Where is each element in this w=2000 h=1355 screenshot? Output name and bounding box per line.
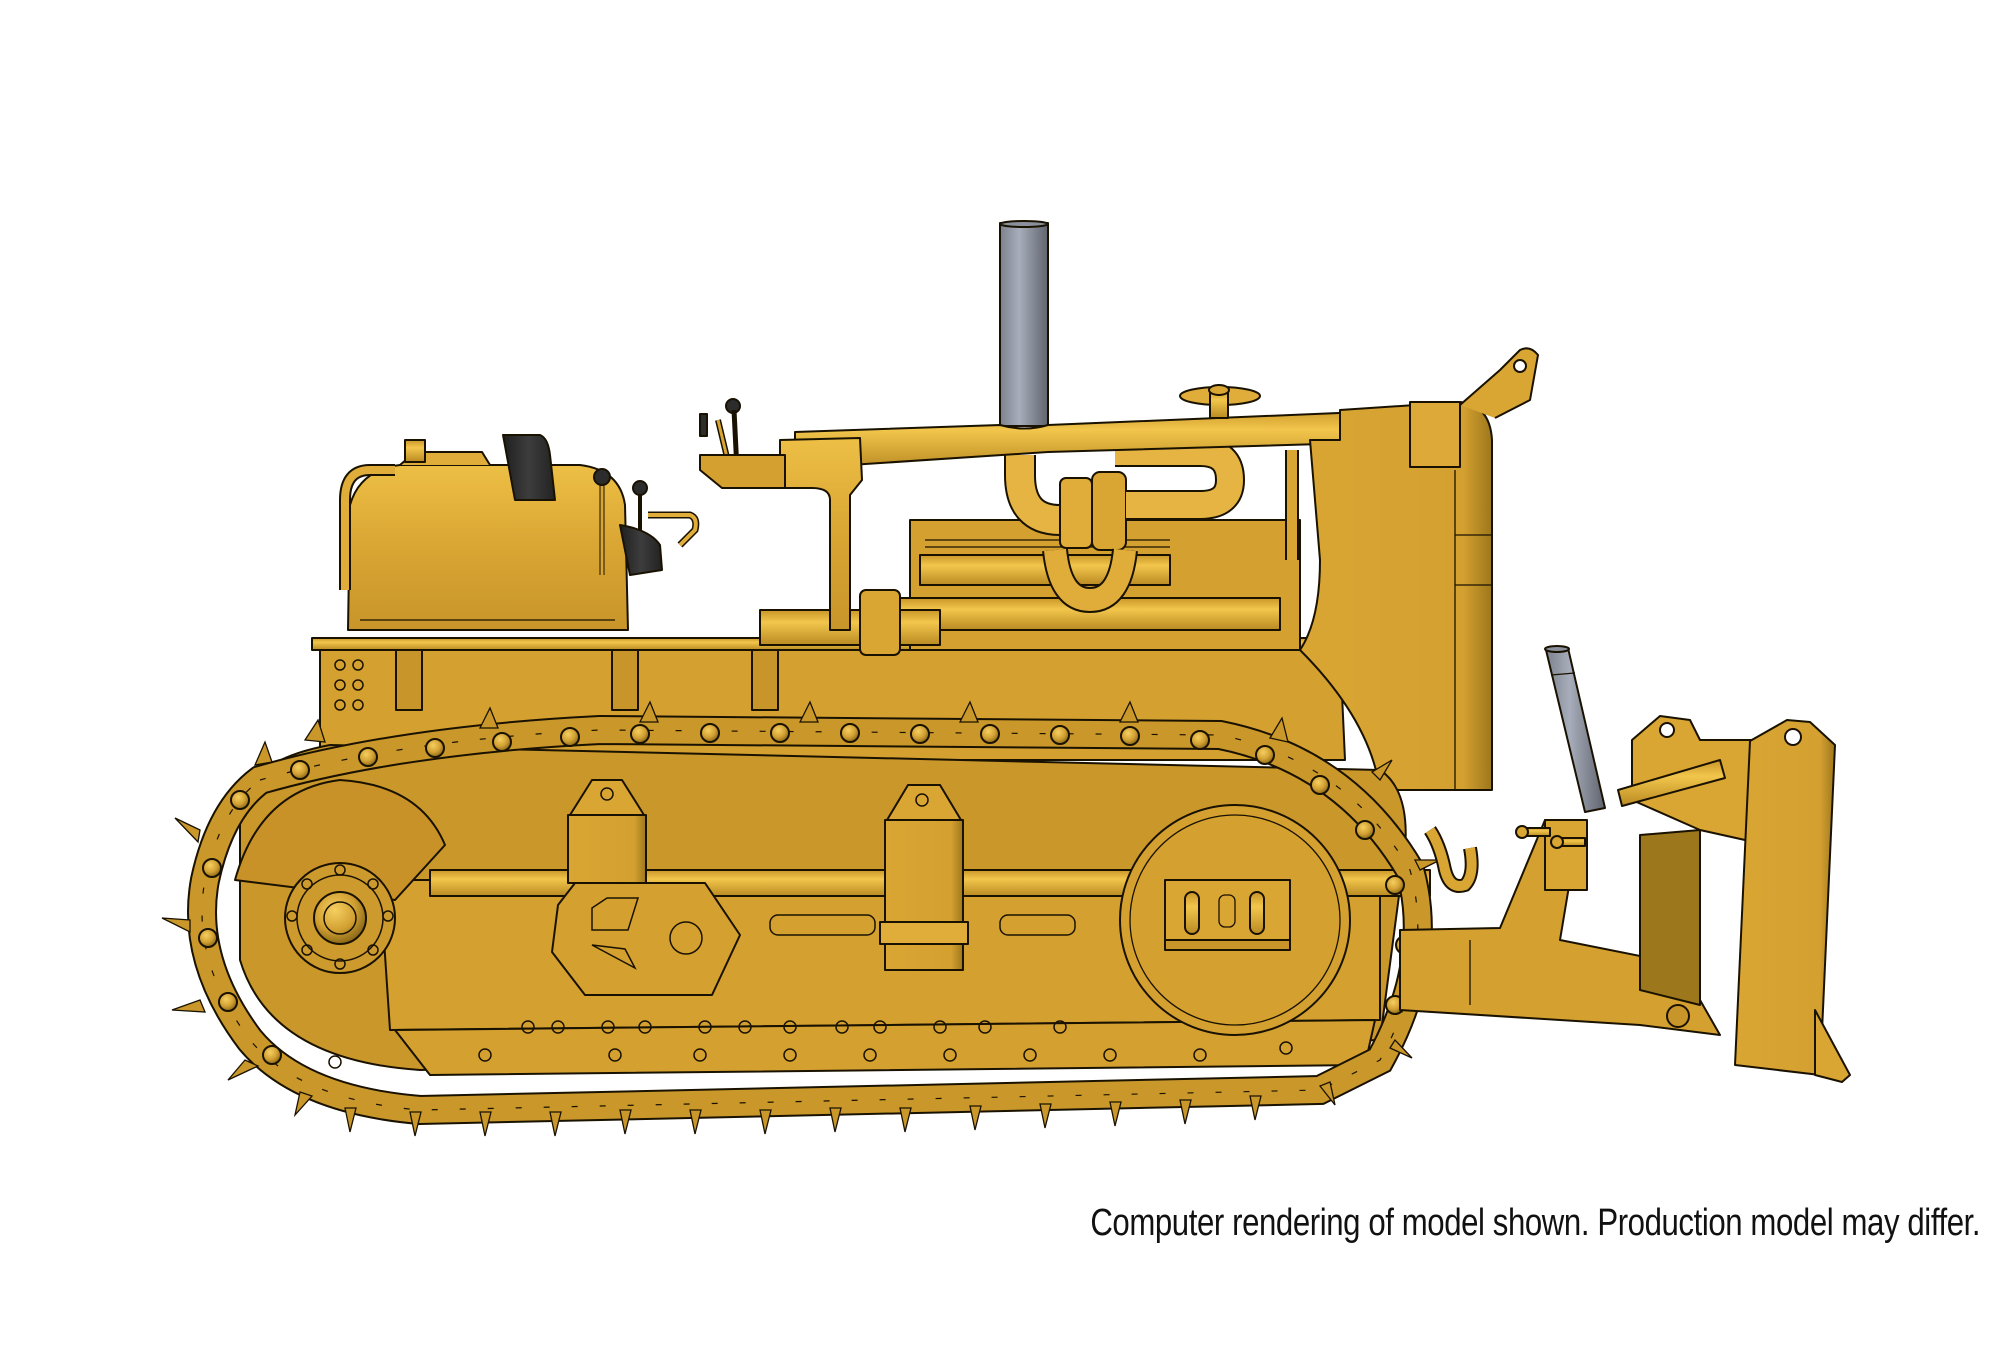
- track-grousers: [161, 700, 1449, 1137]
- tow-hook: [1424, 826, 1479, 893]
- roller-frame-bolts: [328, 1041, 1293, 1069]
- radiator: [1299, 347, 1539, 791]
- carrier-roller-right: [879, 784, 969, 971]
- blade-pins: [1515, 825, 1586, 849]
- track-link-pins: [198, 723, 1415, 1065]
- hood-rail: [699, 384, 1461, 631]
- operator-seat: [502, 434, 663, 576]
- idler: [1119, 804, 1351, 1036]
- fuel-tank: [339, 439, 629, 631]
- turbocharger: [1004, 437, 1246, 614]
- carrier-roller-left: [567, 779, 647, 884]
- disclaimer-caption: Computer rendering of model shown. Produ…: [1090, 1202, 1980, 1244]
- sprocket: [234, 779, 446, 974]
- blade: [1617, 715, 1851, 1083]
- track-rollers-bottom: [521, 1020, 1067, 1034]
- exhaust-stack: [999, 220, 1049, 427]
- engine: [759, 519, 1301, 656]
- tilt-cylinder: [1544, 645, 1606, 813]
